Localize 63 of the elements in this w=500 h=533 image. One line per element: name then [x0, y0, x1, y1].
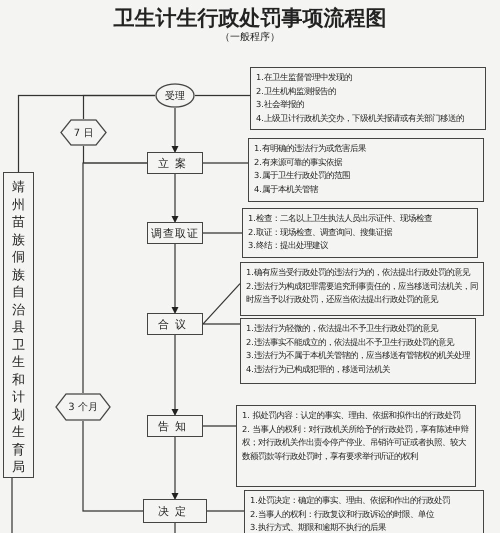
- list-item: 3.执行方式、期限和逾期不执行的后果: [250, 521, 387, 533]
- agency-name: 靖州苗族侗族自治县卫生和计划生育局: [12, 180, 25, 475]
- criteria-box: [250, 67, 486, 130]
- connector-line: [82, 162, 147, 393]
- list-item: 4.上级卫计行政机关交办，下级机关报请或有关部门移送的: [256, 112, 465, 125]
- arrow: [172, 244, 178, 314]
- connector-line: [11, 478, 13, 533]
- connector-line: [174, 523, 176, 533]
- connector-line: [203, 232, 242, 234]
- connector-line: [203, 323, 240, 325]
- title: 卫生计生行政处罚事项流程图: [112, 4, 388, 32]
- list-item: 2.当事人的权利：行政复议和行政诉讼的时限、单位: [250, 508, 436, 521]
- subtitle: （一般程序）: [219, 30, 281, 44]
- list-item: 3.终结：提出处理建议: [248, 239, 329, 252]
- list-item: 2. 当事人的权利：对行政机关所给予的行政处罚，享有陈述申辩权；对行政机关作出责令停产停业、吊销许可证或者执照、较大数额罚款等行政处罚时，享有要求举行听证的权利: [242, 422, 470, 463]
- step-label: 告知: [158, 418, 192, 434]
- process-box: [147, 222, 203, 244]
- list-item: 2.卫生机构监测报告的: [256, 84, 337, 98]
- list-item: 3.属于卫生行政处罚的范围: [254, 169, 351, 182]
- criteria-box: [244, 490, 484, 533]
- agency-box: [3, 172, 34, 478]
- list-item: 2.取证：现场检查、调查询问、搜集证据: [248, 226, 394, 239]
- connector-line: [18, 94, 155, 172]
- arrow: [172, 108, 178, 153]
- step-label: 立案: [158, 156, 192, 170]
- connector-line: [82, 421, 143, 512]
- list-item: 2.违法行为构成犯罪需要追究刑事责任的，应当移送司法机关，同时应当予以行政处罚，还应当依法提出行政处罚的意见: [246, 280, 478, 306]
- connector-line: [195, 94, 250, 96]
- list-item: 4.违法行为已构成犯罪的，移送司法机关: [246, 362, 391, 376]
- arrow: [172, 437, 178, 500]
- criteria-box: [248, 138, 484, 202]
- list-item: 3.社会举报的: [256, 98, 305, 112]
- list-item: 1.有明确的违法行为或危害后果: [254, 142, 367, 155]
- criteria-box: [240, 318, 476, 384]
- arrow: [172, 174, 178, 223]
- criteria-box: [242, 208, 478, 258]
- process-box: [143, 499, 207, 523]
- step-label: 合议: [158, 316, 192, 332]
- connector-line: [207, 510, 244, 512]
- criteria-box: [240, 262, 484, 316]
- connector-line: [203, 162, 248, 164]
- step-label: 3 个月: [68, 401, 98, 414]
- list-item: 2.有来源可靠的事实依据: [254, 156, 344, 169]
- list-item: 1.处罚决定：确定的事实、理由、依据和作出的行政处罚: [250, 494, 451, 507]
- step-label: 受理: [165, 90, 185, 102]
- step-label: 决定: [158, 504, 192, 518]
- list-item: 4.属于本机关管辖: [254, 182, 320, 196]
- arrow: [172, 335, 178, 416]
- connector-line: [202, 283, 240, 324]
- step-label: 7 日: [74, 126, 94, 140]
- list-item: 1.检查：二名以上卫生执法人员出示证件、现场检查: [248, 212, 433, 225]
- list-item: 1.确有应当受行政处罚的违法行为的，依法提出行政处罚的意见: [246, 266, 472, 279]
- criteria-box: [236, 405, 476, 487]
- step-label: 调查取证: [151, 226, 199, 240]
- connector-line: [203, 425, 236, 427]
- list-item: 1.在卫生监督管理中发现的: [256, 71, 353, 84]
- list-item: 2.违法事实不能成立的，依法提出不予卫生行政处罚的意见: [246, 336, 456, 349]
- list-item: 1. 拟处罚内容：认定的事实、理由、依据和拟作出的行政处罚: [242, 409, 462, 422]
- process-box: [147, 152, 203, 174]
- list-item: 1.违法行为轻微的，依法提出不予卫生行政处罚的意见: [246, 322, 440, 335]
- process-box: [147, 313, 203, 335]
- list-item: 3.违法行为不属于本机关管辖的，应当移送有管辖权的机关处理: [246, 349, 470, 362]
- process-box: [147, 415, 203, 437]
